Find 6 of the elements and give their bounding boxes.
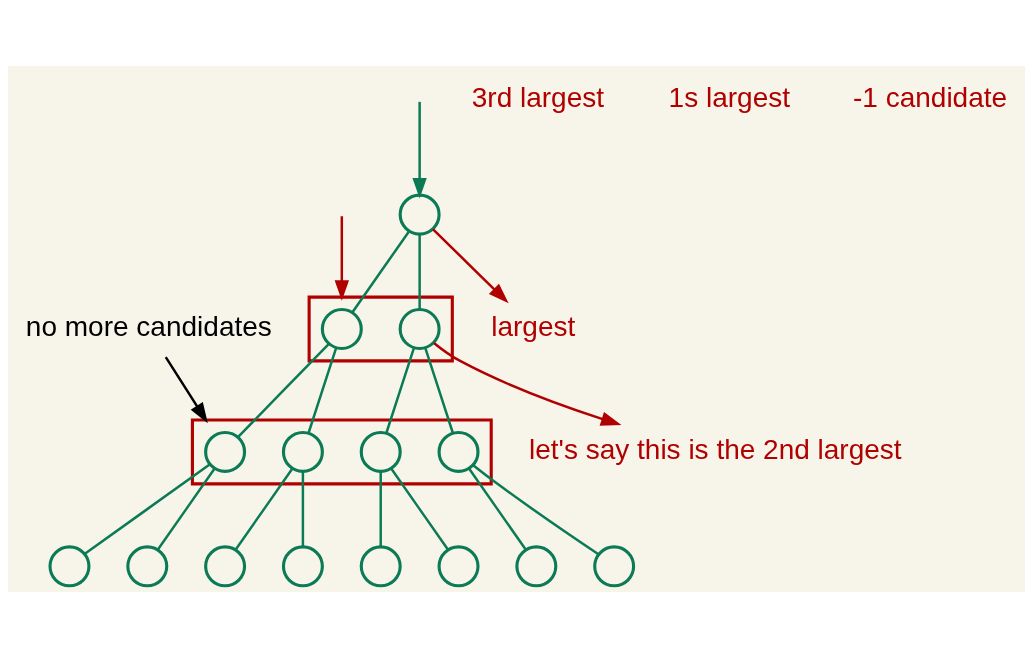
label: -1 candidate: [853, 81, 1008, 113]
node-text: let's say this is the 2nd largest: [528, 433, 902, 465]
node-text: largest: [491, 310, 576, 342]
label: 3rd largest: [471, 81, 605, 113]
node-text: no more candidates: [25, 310, 272, 342]
label: 1s largest: [668, 81, 791, 113]
